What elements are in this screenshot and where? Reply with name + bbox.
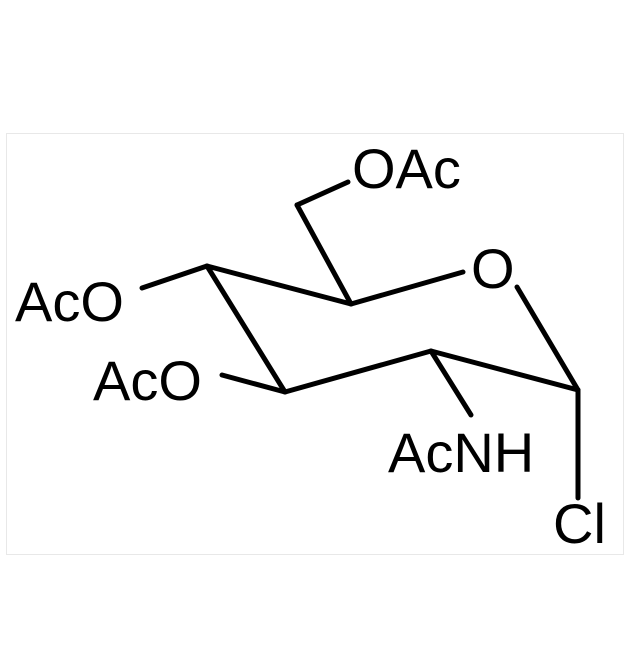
bond-c4-o4: [139, 263, 210, 291]
bond-c5-c4: [204, 263, 354, 307]
bond-c6-o6: [294, 179, 351, 208]
structure-panel: [6, 133, 624, 555]
bond-c3-o3: [219, 372, 288, 395]
label-c1-chloride: Cl: [553, 492, 606, 555]
label-o4-acetate: AcO: [15, 270, 124, 333]
label-n2-acetamide: AcNH: [388, 421, 534, 484]
bond-o5-c5: [348, 269, 466, 307]
bond-c3-c2: [282, 348, 434, 395]
label-o3-acetate: AcO: [93, 349, 202, 412]
bond-c1-o5: [514, 284, 581, 393]
bond-c2-n2: [428, 348, 474, 418]
bond-c2-c1: [428, 348, 581, 393]
bond-c4-c3: [204, 263, 288, 395]
label-o6-acetate: OAc: [352, 137, 461, 200]
label-ring-oxygen: O: [471, 237, 515, 300]
bond-c5-c6: [294, 202, 354, 307]
